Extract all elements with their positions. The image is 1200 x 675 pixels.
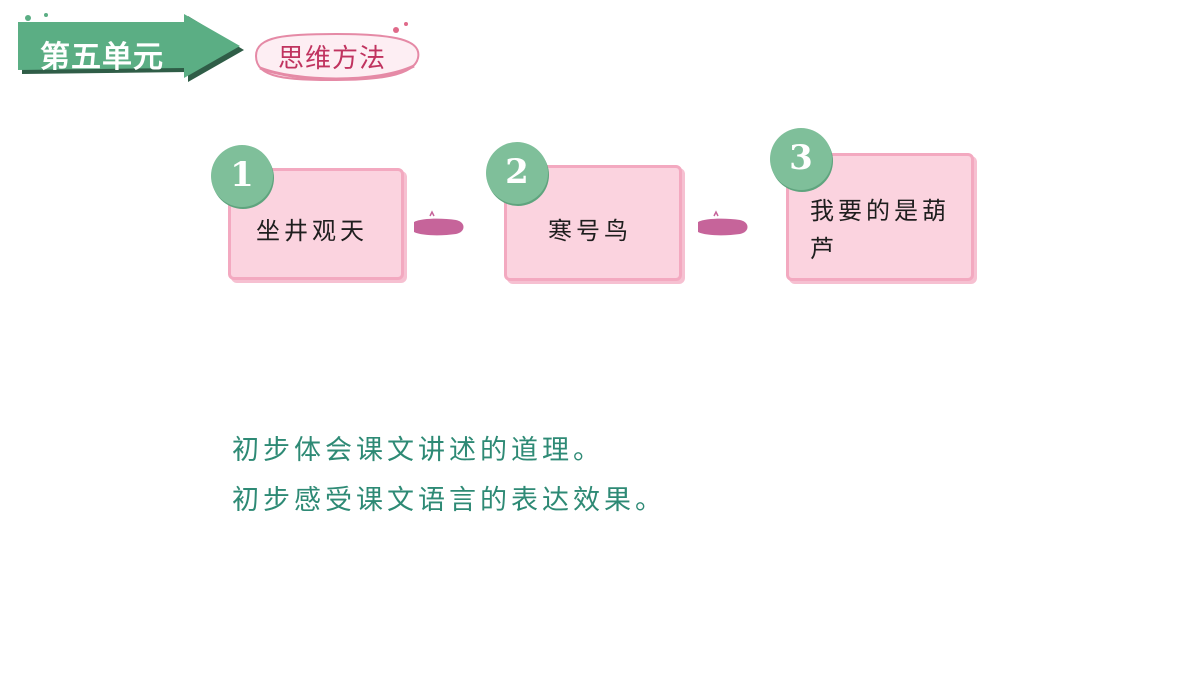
unit-arrow-shape: [18, 13, 244, 82]
step-badge-1: 1: [211, 145, 273, 207]
section-brush-shape: [254, 22, 420, 82]
goal-line-1: 初步体会课文讲述的道理。: [232, 435, 604, 466]
unit-tag: 第五单元: [18, 12, 248, 87]
unit-label: 第五单元: [40, 40, 164, 75]
step-badge-2: 2: [486, 142, 548, 204]
connector-arrow-1: [414, 210, 464, 236]
step-card-3: [786, 153, 974, 281]
section-label: 思维方法: [278, 44, 387, 74]
step-text-3: 我要的是葫芦: [810, 197, 950, 263]
step-text-1: 坐井观天: [256, 217, 368, 245]
connector-arrow-2: [698, 210, 748, 236]
step-text-2: 寒号鸟: [548, 217, 632, 245]
section-tag: 思维方法: [246, 22, 426, 86]
step-badge-3: 3: [770, 128, 832, 190]
goal-line-2: 初步感受课文语言的表达效果。: [232, 485, 666, 516]
